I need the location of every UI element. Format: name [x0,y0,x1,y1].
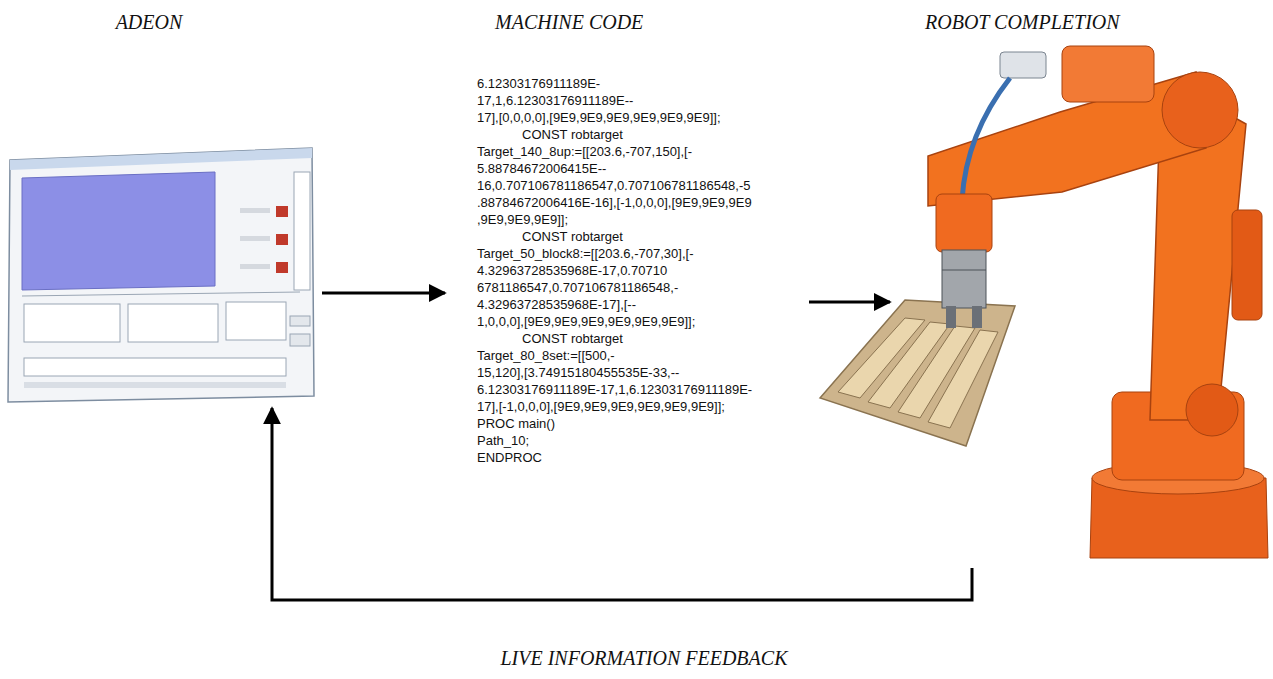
code-line: Path_10; [445,432,809,449]
flow-arrow [809,301,890,304]
code-line: CONST robtarget [445,228,809,245]
list-box [24,304,120,342]
stage-heading: ROBOT COMPLETION [890,8,1272,34]
icon [276,206,288,217]
icon [276,234,288,245]
code-line: 4.32963728535968E-17,0.70710 [445,262,809,279]
code-line: 16,0.707106781186547,0.707106781186548,-… [445,177,809,194]
list-box [226,302,286,340]
code-line: 1,0,0,0],[9E9,9E9,9E9,9E9,9E9,9E9]]; [445,313,809,330]
window-frame [8,148,314,402]
divider [22,292,300,296]
code-line: 15,120],[3.74915180455535E-33,-- [445,364,809,381]
wood-block [928,330,998,428]
side-panel [294,172,310,290]
code-line: 5.88784672006415E-- [445,160,809,177]
code-line: 6781186547,0.707106781186548,- [445,279,809,296]
code-line: CONST robtarget [445,126,809,143]
robot-node: ROBOT COMPLETION [890,8,1272,568]
edge-label: LIVE INFORMATION FEEDBACK [440,646,848,670]
code-line: Target_80_8set:=[[500,- [445,347,809,364]
gripper [942,250,986,308]
robot-arm [928,46,1268,558]
code-line: CONST robtarget [445,330,809,347]
pallet [820,300,1015,446]
stage-heading: ADEON [0,8,322,34]
button [290,334,310,346]
code-line: Target_140_8up:=[[203.6,-707,150],[- [445,143,809,160]
field [240,264,270,269]
software-screenshot [8,148,314,402]
elbow-joint [1162,72,1238,148]
code-line: 17],[0,0,0,0],[9E9,9E9,9E9,9E9,9E9,9E9]]… [445,109,809,126]
software-window-node: ADEON [0,8,322,408]
code-line: .88784672006416E-16],[-1,0,0,0],[9E9,9E9… [445,194,809,211]
title-bar [10,148,312,170]
stage-heading: MACHINE CODE [445,8,809,34]
canvas-panel [22,172,215,290]
valve-block [1000,52,1046,78]
wrist [936,194,992,252]
text-field [24,358,286,376]
cable [962,78,1010,200]
gripper-finger [946,306,956,328]
icon [276,262,288,273]
code-line: 17,1,6.12303176911189E-- [445,92,809,109]
field [240,208,270,213]
code-line: 6.12303176911189E- [445,75,809,92]
code-line: 6.12303176911189E-17,1,6.12303176911189E… [445,381,809,398]
code-line: ,9E9,9E9,9E9]]; [445,211,809,228]
code-line: PROC main() [445,415,809,432]
counterweight [1232,210,1262,320]
code-line: ENDPROC [445,449,809,466]
status-bar [24,382,286,388]
flow-arrow [322,292,445,295]
code-line: 17],[-1,0,0,0],[9E9,9E9,9E9,9E9,9E9,9E9]… [445,398,809,415]
machine-code-node: MACHINE CODE 6.12303176911189E-17,1,6.123… [445,8,809,478]
code-line: Target_50_block8:=[[203.6,-707,30],[- [445,245,809,262]
list-box [128,304,218,342]
pallet-board [820,300,1015,446]
button [290,316,310,326]
flow-arrow [272,408,972,600]
gripper-line [942,270,986,271]
field [240,236,270,241]
gripper-finger [972,306,982,328]
shoulder-joint [1186,384,1238,436]
motor-housing [1062,46,1154,102]
code-line: 4.32963728535968E-17],[-- [445,296,809,313]
